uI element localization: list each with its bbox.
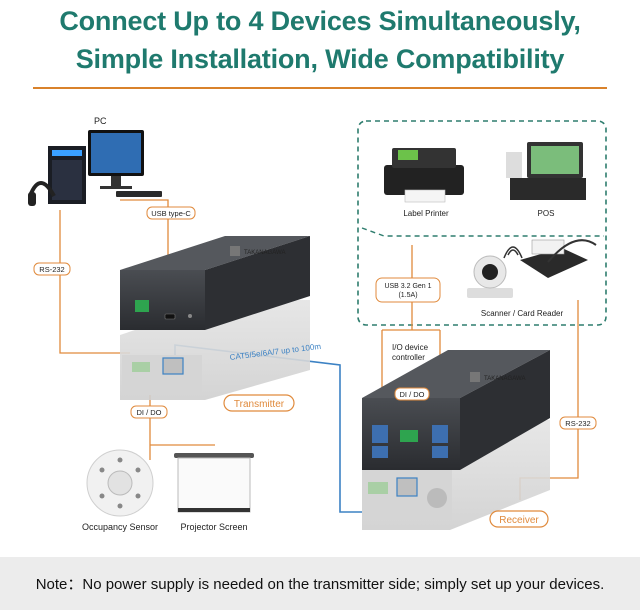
label-dido-right: DI / DO xyxy=(399,390,424,399)
svg-text:TAKANAGAWA: TAKANAGAWA xyxy=(484,376,525,382)
headline-line-1: Connect Up to 4 Devices Simultaneously, xyxy=(59,6,581,36)
transmitter-device-icon: TAKANAGAWA xyxy=(120,236,310,330)
label-pc: PC xyxy=(94,116,107,126)
headline-line-2: Simple Installation, Wide Compatibility xyxy=(75,44,565,74)
webcam-icon xyxy=(467,255,513,298)
label-scanner: Scanner / Card Reader xyxy=(481,309,564,318)
label-usb-gen-2: (1.5A) xyxy=(398,292,417,299)
label-io-line-1: I/O device xyxy=(392,343,429,352)
connection-diagram: TAKANAGAWA xyxy=(28,116,607,532)
usb-device-group-frame xyxy=(357,120,607,326)
label-usb-gen-1: USB 3.2 Gen 1 xyxy=(384,283,431,290)
label-rs232-left: RS-232 xyxy=(39,265,64,274)
label-label-printer: Label Printer xyxy=(403,209,449,218)
receiver-device-icon: TAKANAGAWA xyxy=(362,350,550,470)
label-io-line-2: controller xyxy=(392,353,425,362)
svg-text:TAKANAGAWA: TAKANAGAWA xyxy=(244,250,285,256)
label-transmitter: Transmitter xyxy=(234,399,285,410)
label-receiver: Receiver xyxy=(499,515,539,526)
note-text: Note：No power supply is needed on the tr… xyxy=(35,576,605,593)
label-printer-icon xyxy=(384,148,464,203)
note-bar: Note：No power supply is needed on the tr… xyxy=(0,557,640,610)
card-reader-icon xyxy=(503,239,597,278)
label-projector-screen: Projector Screen xyxy=(180,522,247,532)
transmitter-back-view xyxy=(120,300,310,400)
occupancy-sensor-icon xyxy=(86,449,154,517)
label-occupancy-sensor: Occupancy Sensor xyxy=(82,522,158,532)
keyboard-icon xyxy=(116,191,162,197)
label-pos: POS xyxy=(538,209,555,218)
title-divider xyxy=(33,87,607,89)
pos-terminal-icon xyxy=(506,142,586,200)
projector-screen-icon xyxy=(174,453,254,513)
monitor-icon xyxy=(88,130,144,189)
label-usb-type-c: USB type-C xyxy=(151,209,191,218)
label-rs232-right: RS-232 xyxy=(565,419,590,428)
label-dido-left: DI / DO xyxy=(136,408,161,417)
headphones-icon xyxy=(28,181,56,206)
